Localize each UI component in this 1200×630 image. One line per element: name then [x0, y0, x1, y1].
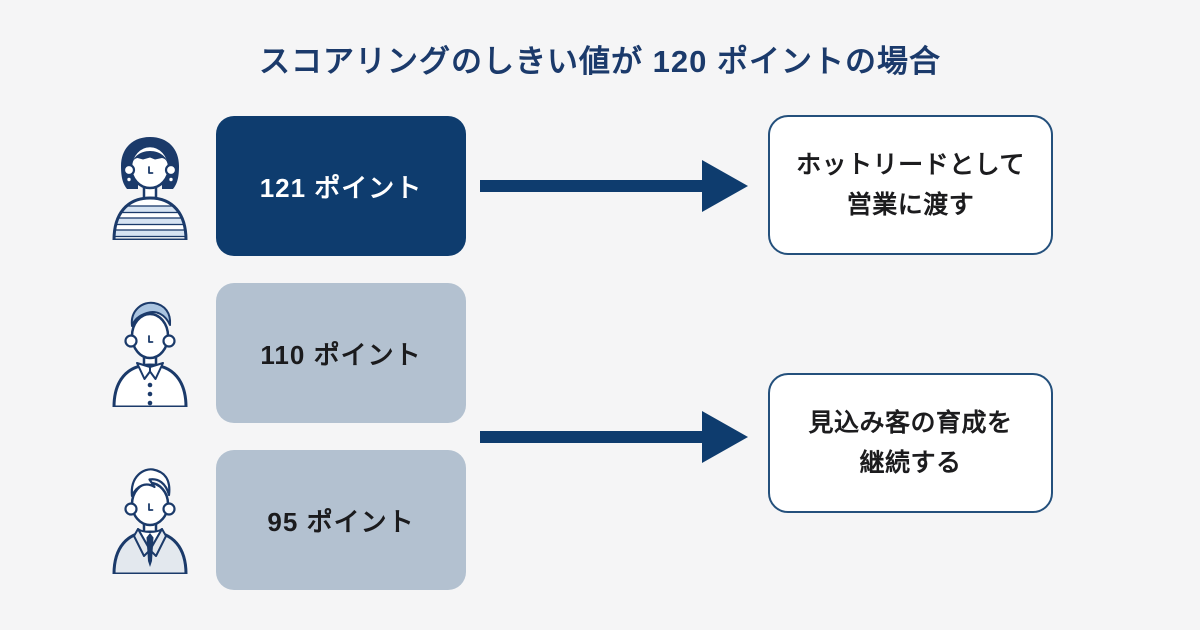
- points-label: 121 ポイント: [259, 172, 423, 203]
- points-label: 110 ポイント: [260, 339, 422, 370]
- outcome-text-line: 見込み客の育成を: [808, 408, 1013, 437]
- outcome-text-line: ホットリードとして: [796, 150, 1025, 179]
- points-label: 95 ポイント: [267, 506, 415, 537]
- points-box-95: 95 ポイント: [216, 450, 466, 590]
- outcome-box-nurture: 見込み客の育成を 継続する: [768, 373, 1053, 513]
- nurture-arrow-icon: [480, 411, 748, 463]
- outcome-text-line: 営業に渡す: [846, 191, 975, 219]
- diagram-title: スコアリングのしきい値が 120 ポイントの場合: [259, 44, 941, 79]
- points-box-121: 121 ポイント: [216, 116, 466, 256]
- person-woman-icon: [104, 132, 196, 240]
- outcome-text-line: 継続する: [859, 449, 962, 477]
- person-older-man-icon: [104, 299, 196, 407]
- person-businessman-icon: [104, 466, 196, 574]
- hot-lead-arrow-icon: [480, 160, 748, 212]
- outcome-box-hot-lead: ホットリードとして 営業に渡す: [768, 115, 1053, 255]
- points-box-110: 110 ポイント: [216, 283, 466, 423]
